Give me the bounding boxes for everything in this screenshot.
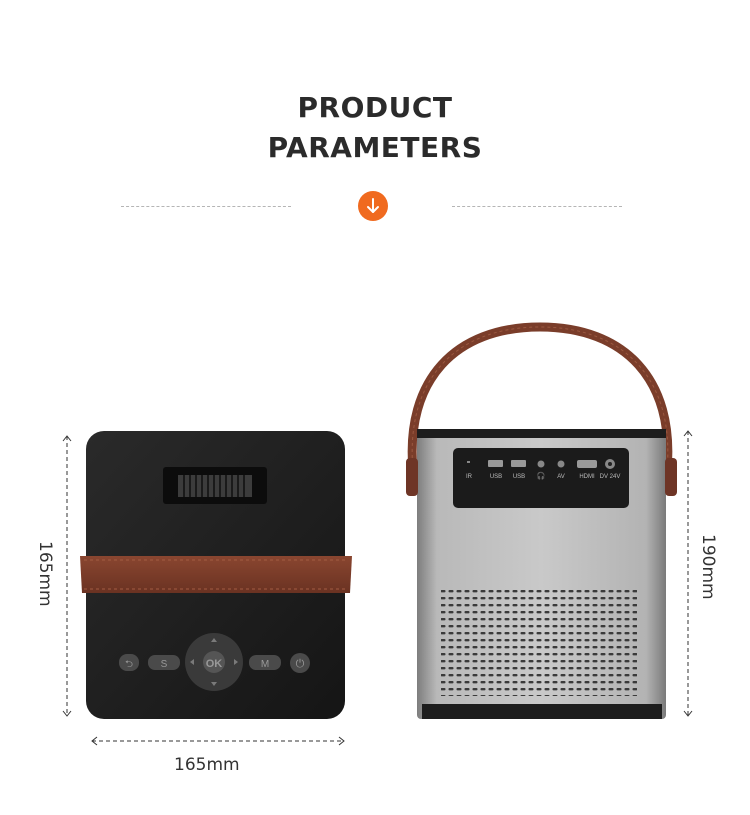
usb-label-2: USB [513,474,525,480]
divider-right [452,206,622,207]
left-projector-front [80,431,352,719]
dc-label: DV 24V [600,474,621,480]
left-height-dimension-line [62,435,72,717]
left-width-dimension-line [91,736,345,746]
right-height-label: 190mm [698,534,718,600]
scroll-down-badge [358,191,388,221]
arrow-down-icon [367,198,379,213]
source-button-label: S [161,659,168,670]
left-width-label: 165mm [174,755,240,775]
ok-button-label: OK [206,658,223,670]
right-projector-back [406,322,677,719]
right-height-dimension-line [683,430,693,717]
power-icon: ⏻ [296,658,305,670]
title-line-2: PARAMETERS [267,131,483,164]
back-button-icon: ⮌ [125,659,133,670]
av-label: AV [557,474,565,480]
title-line-1: PRODUCT [297,91,453,124]
usb-label-1: USB [490,474,502,480]
menu-button-label: M [261,659,269,670]
left-height-label: 165mm [35,541,55,607]
divider-left [121,206,291,207]
headphone-icon: 🎧 [537,471,546,480]
page-title: PRODUCT PARAMETERS [0,88,750,168]
speaker-grille [441,586,637,696]
leather-strap-left [80,556,352,593]
ir-label: IR [466,474,473,480]
hdmi-label: HDMI [579,474,595,480]
